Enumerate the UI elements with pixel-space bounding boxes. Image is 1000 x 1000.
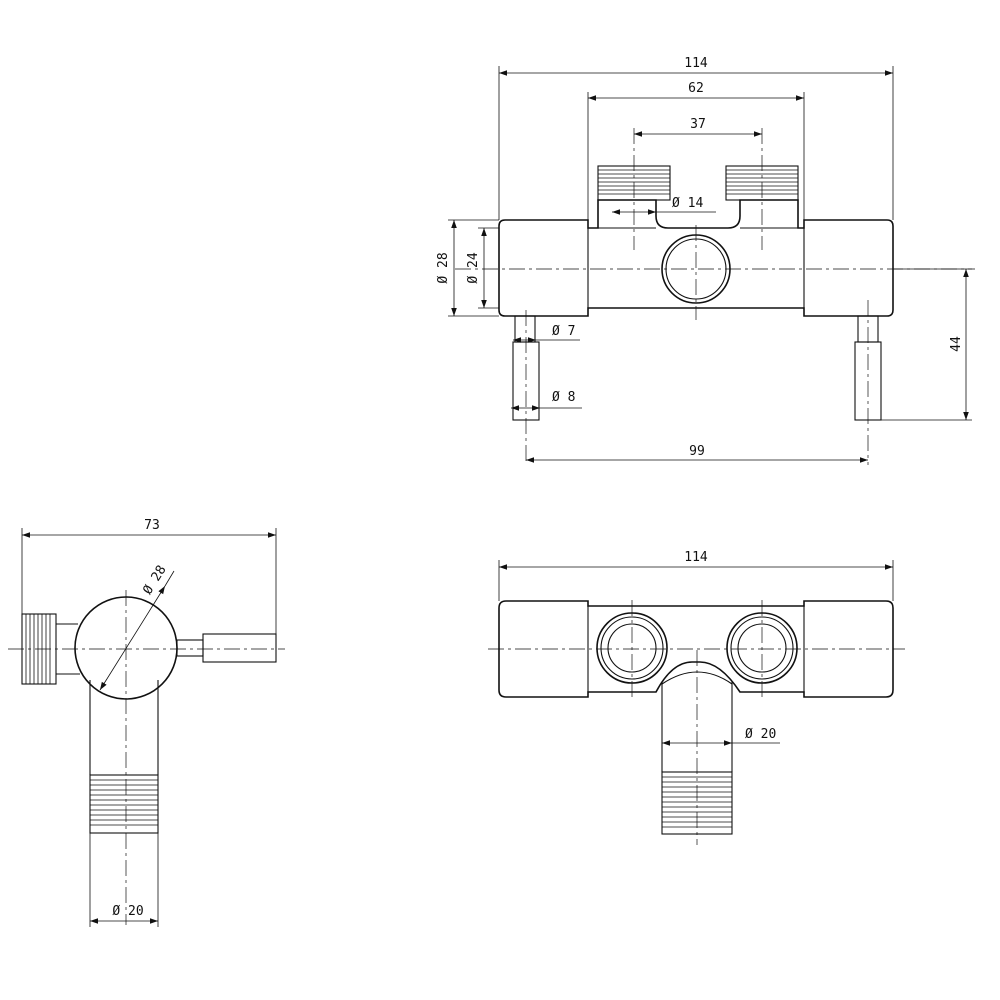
dim-side-circle: Ø 28: [140, 563, 169, 598]
side-right-pin: [176, 633, 277, 663]
dim-top-body-inner: Ø 24: [466, 252, 481, 283]
front-view-body: [498, 199, 894, 317]
side-bottom-thread: [89, 774, 159, 834]
dim-top-body-outer: Ø 28: [436, 252, 451, 283]
dim-side-bottom: Ø 20: [112, 904, 143, 919]
side-view: 73 Ø 28 Ø 20: [8, 518, 285, 927]
dim-top-outlet-spacing: 37: [690, 117, 706, 132]
dim-top-outlet-dia: Ø 14: [672, 196, 703, 211]
dim-plan-outlet: Ø 20: [745, 727, 776, 742]
dim-top-pin-spacing: 99: [689, 444, 705, 459]
side-vertical-body: [89, 680, 159, 775]
dim-top-pin-height: 44: [949, 336, 964, 352]
dim-top-inner: 62: [688, 81, 704, 96]
plan-stem: [661, 682, 733, 772]
dim-top-pin-large: Ø 8: [552, 390, 575, 405]
dim-plan-width: 114: [684, 550, 708, 565]
plan-view: 114 Ø 20: [488, 550, 905, 845]
dim-side-width: 73: [144, 518, 160, 533]
plan-view-body: [498, 600, 894, 698]
front-view: 114 62 37 Ø 14 Ø 28 Ø 24 Ø 7 Ø 8 99: [436, 56, 975, 465]
dim-top-pin-small: Ø 7: [552, 324, 575, 339]
dim-top-width: 114: [684, 56, 708, 71]
